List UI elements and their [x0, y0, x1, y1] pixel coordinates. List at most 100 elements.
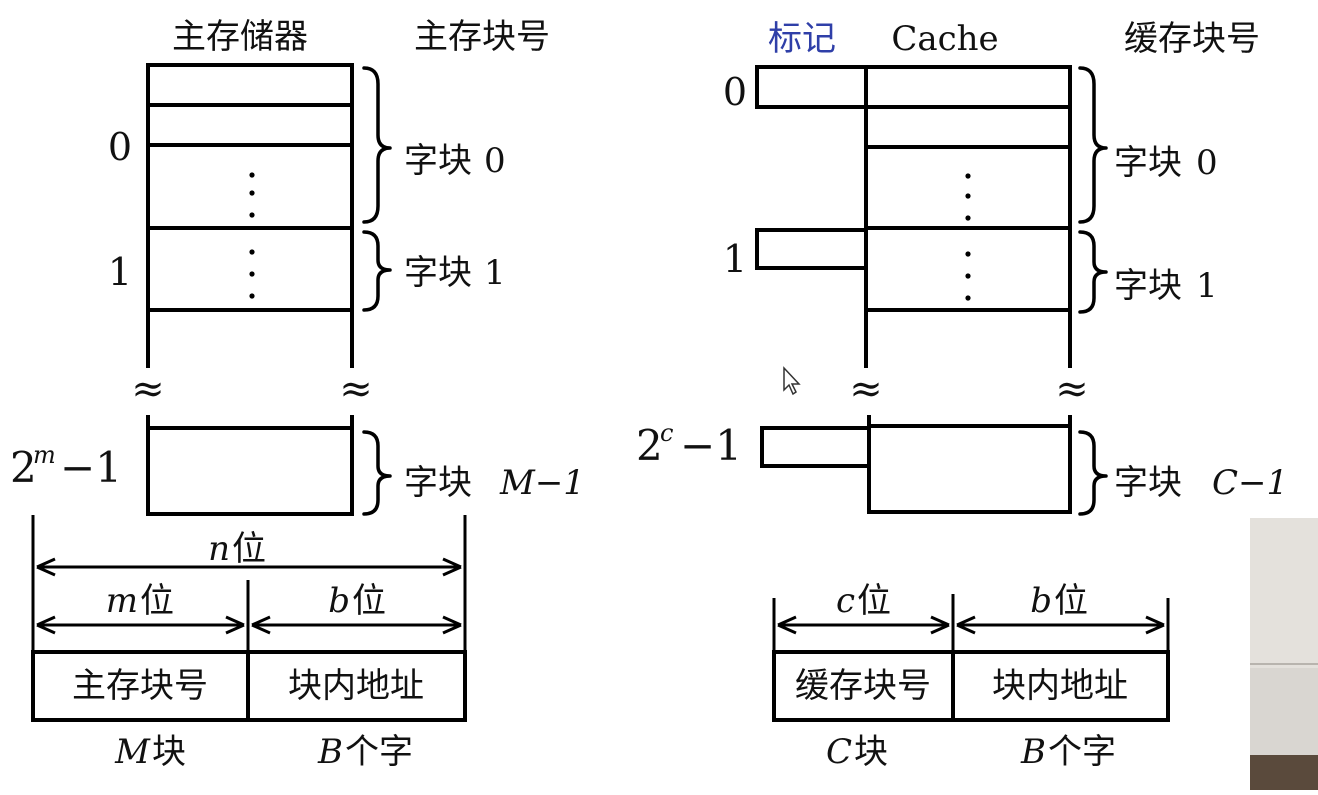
cache-last-suffix: −1	[680, 421, 742, 470]
cache-address-box	[772, 650, 1170, 722]
brace-main-block-1	[362, 230, 392, 312]
field-arrowheads-b	[956, 615, 1165, 635]
total-bits-unit: 位	[232, 529, 266, 569]
field-arrowheads-c	[777, 615, 950, 635]
word-block-index: M−1	[499, 463, 585, 503]
word-block-prefix: 字块	[404, 463, 472, 503]
brace-cache-block-0	[1078, 66, 1108, 224]
main-memory-column: ≈ ≈	[131, 63, 373, 516]
word-block-index: C−1	[1212, 463, 1288, 503]
below-unit: 个字	[345, 732, 413, 772]
below-unit: 块	[152, 732, 186, 772]
word-block-index: 0	[484, 141, 506, 181]
main-block-label-last: 2 m −1	[10, 441, 122, 492]
field-name-block-no: 缓存块号	[795, 666, 931, 706]
cache-block-no-title: 缓存块号	[1124, 19, 1260, 59]
cache-title: Cache	[891, 19, 998, 59]
field-bits-unit: 位	[1054, 581, 1088, 621]
below-label-words: B 个字	[317, 732, 413, 772]
main-memory-block-no-title: 主存块号	[414, 17, 550, 57]
main-last-suffix: −1	[60, 443, 122, 492]
cache-last-block	[867, 424, 1072, 514]
main-memory-diagram: 主存储器 主存块号 ≈ ≈ 0 1 2 m −1	[10, 17, 585, 772]
field-bits-var: m	[106, 581, 138, 621]
cache-word-block-0: 字块 0	[1114, 143, 1218, 183]
cache-word-block-1: 字块 1	[1114, 266, 1218, 306]
word-block-index: 1	[1196, 266, 1218, 306]
field-name-block-no: 主存块号	[72, 666, 208, 706]
brace-main-block-0	[362, 66, 392, 224]
cache-word-block-last: 字块 C−1	[1114, 463, 1288, 503]
cache-last-exponent: c	[660, 419, 673, 447]
main-last-base: 2	[10, 443, 37, 492]
cache-break-right: ≈	[1055, 366, 1089, 412]
field-bits-var: c	[836, 581, 855, 621]
word-block-prefix: 字块	[1114, 463, 1182, 503]
main-memory-ellipsis	[249, 172, 255, 299]
field-bits-unit: 位	[352, 581, 386, 621]
below-var: B	[317, 732, 343, 772]
address-total-bits-label: n 位	[208, 529, 266, 569]
word-block-prefix: 字块	[404, 141, 472, 181]
total-bits-arrowheads	[36, 557, 462, 577]
main-memory-break-right: ≈	[339, 366, 373, 412]
main-memory-last-block	[146, 426, 354, 516]
word-block-prefix: 字块	[1114, 266, 1182, 306]
field-bits-unit: 位	[857, 581, 891, 621]
main-last-exponent: m	[33, 441, 56, 469]
field-bits-label-m: m 位	[106, 581, 174, 621]
below-var: C	[826, 732, 852, 772]
below-var: M	[114, 732, 151, 772]
main-memory-break-left: ≈	[131, 366, 165, 412]
cache-ellipsis	[965, 173, 971, 301]
field-bits-var: b	[328, 581, 350, 621]
cache-upper-box	[864, 65, 1072, 312]
cache-tag-cell-last	[760, 426, 871, 468]
field-name-offset: 块内地址	[992, 666, 1128, 706]
brace-main-block-last	[362, 430, 392, 516]
cache-block-label-last: 2 c −1	[636, 419, 742, 470]
cache-last-base: 2	[636, 421, 663, 470]
word-block-prefix: 字块	[1114, 143, 1182, 183]
cache-address-format: c 位 b 位 缓存块号 块内地址 C 块 B 个字	[772, 581, 1170, 772]
main-memory-upper-box	[146, 63, 354, 312]
field-name-offset: 块内地址	[288, 666, 424, 706]
total-bits-var: n	[208, 529, 230, 569]
below-var: B	[1020, 732, 1046, 772]
word-block-index: 1	[484, 253, 506, 293]
main-memory-title: 主存储器	[172, 17, 308, 57]
brace-cache-block-1	[1078, 230, 1108, 314]
below-label-blocks: M 块	[114, 732, 186, 772]
cache-tag-title: 标记	[768, 19, 836, 59]
cache-diagram: 标记 Cache 缓存块号 ≈ ≈ 0 1 2	[636, 19, 1288, 772]
mouse-cursor-icon	[783, 366, 801, 396]
field-bits-unit: 位	[140, 581, 174, 621]
webcam-overlay	[1250, 518, 1318, 790]
cache-column: ≈ ≈	[849, 65, 1089, 514]
cache-tag-cell-0	[755, 65, 868, 109]
main-word-block-1: 字块 1	[404, 253, 506, 293]
field-arrowheads-m	[36, 615, 245, 635]
word-block-prefix: 字块	[404, 253, 472, 293]
below-unit: 块	[854, 732, 888, 772]
main-word-block-last: 字块 M−1	[404, 463, 585, 503]
main-block-label-1: 1	[108, 250, 132, 294]
field-bits-label-c: c 位	[836, 581, 891, 621]
field-bits-label-b: b 位	[1030, 581, 1088, 621]
cache-block-label-0: 0	[723, 70, 747, 114]
cache-tag-cell-1	[755, 228, 868, 270]
field-bits-var: b	[1030, 581, 1052, 621]
below-unit: 个字	[1048, 732, 1116, 772]
main-address-format: n 位 m 位 b 位 主存块号 块内地址 M 块	[31, 515, 467, 772]
brace-cache-block-last	[1078, 430, 1108, 516]
field-arrowheads-b	[251, 615, 462, 635]
cache-block-label-1: 1	[723, 237, 747, 281]
field-bits-label-b: b 位	[328, 581, 386, 621]
main-word-block-0: 字块 0	[404, 141, 506, 181]
main-block-label-0: 0	[108, 125, 132, 169]
cache-break-left: ≈	[849, 366, 883, 412]
below-label-words: B 个字	[1020, 732, 1116, 772]
below-label-blocks: C 块	[826, 732, 888, 772]
